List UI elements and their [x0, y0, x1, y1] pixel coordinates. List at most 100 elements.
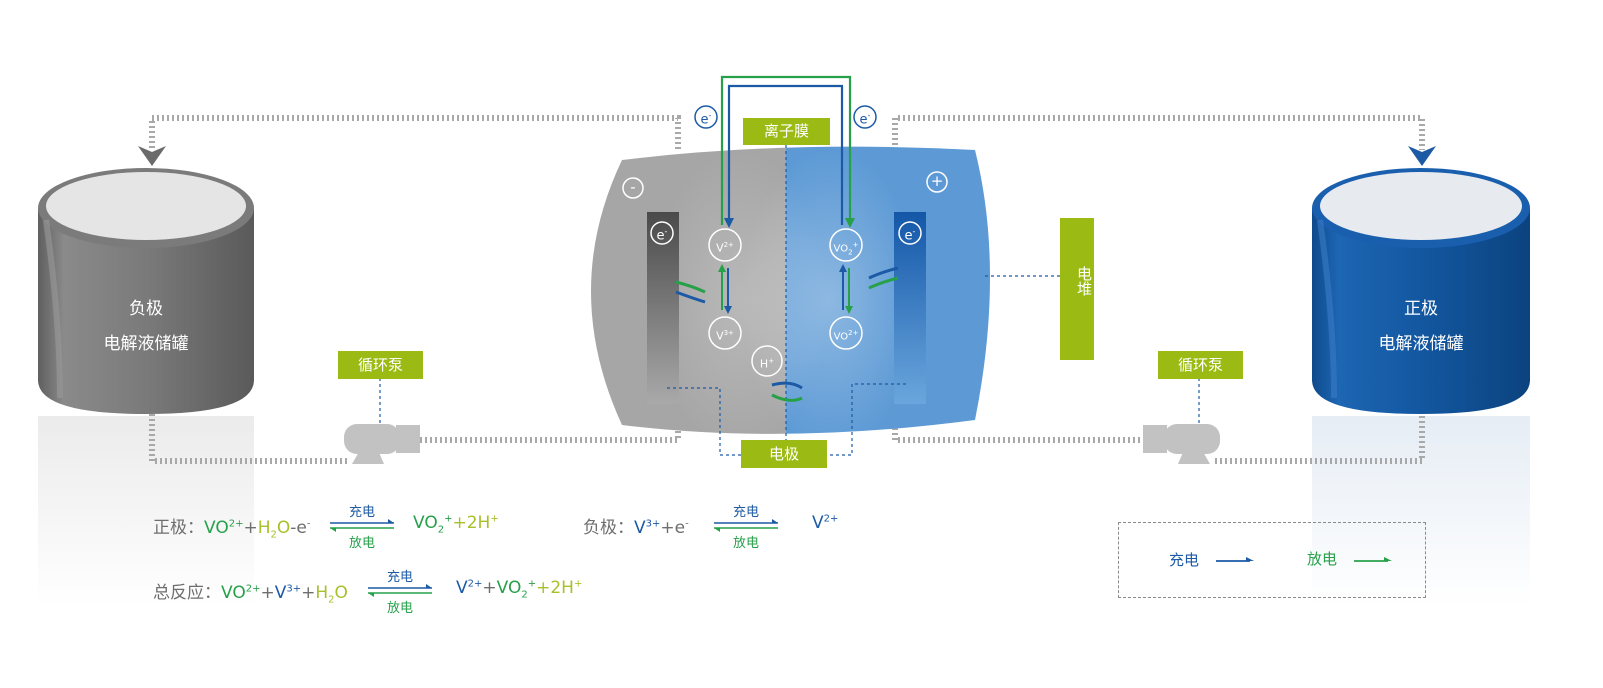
stack-label: 电堆 [1075, 266, 1093, 296]
equation-term: +e [660, 518, 686, 538]
electron-neg-electrode: e- [651, 222, 673, 244]
electron-left-badge: e- [695, 106, 717, 128]
equation-term: 2+ [823, 513, 839, 525]
eq-total-right: V2++VO2++2H+ [456, 578, 582, 600]
electron-pos-electrode: e- [899, 222, 921, 244]
equation-term: 2 [437, 524, 445, 536]
electrode-label: 电极 [768, 445, 799, 463]
pump-left-icon [344, 378, 420, 464]
legend: 充电 放电 [1118, 522, 1426, 598]
electron-charge: - [664, 227, 668, 236]
pump-right-icon [1143, 378, 1220, 464]
ion-charge: 2+ [848, 329, 859, 337]
ion-symbol: H [759, 357, 769, 371]
ion-vo2: VO2+ [830, 324, 862, 346]
ion-subscript: 2 [848, 248, 853, 257]
arrow-into-v2 [724, 218, 734, 228]
legend-charge-arrow-icon [1216, 557, 1254, 562]
equation-term: 2 [270, 529, 277, 541]
equation-positive-right: VO2++2H+ [413, 513, 499, 535]
legend-discharge-arrow-icon [1354, 557, 1392, 562]
ion-charge: + [768, 357, 775, 365]
equation-term: H [315, 583, 329, 603]
legend-charge-label: 充电 [1169, 551, 1200, 569]
discharge-label: 放电 [348, 536, 375, 551]
equation-total: 总反应：VO2++V3++H2O [153, 578, 348, 605]
minus-sign: - [630, 178, 636, 196]
equation-term: O [334, 583, 348, 603]
ion-circles [622, 171, 948, 377]
charge-label: 充电 [386, 570, 413, 585]
electron-symbol: e [859, 112, 868, 128]
ion-symbol: VO [833, 331, 849, 343]
ion-symbol: VO [833, 243, 849, 255]
equation-term: - [685, 518, 689, 530]
eq-neg-left: V3++e- [634, 518, 689, 538]
equation-negative: 负极：V3++e- [583, 513, 689, 538]
charge-label: 充电 [348, 505, 375, 520]
equation-term: V [812, 513, 824, 533]
electron-symbol: e [904, 228, 913, 244]
pipe-left-top [149, 115, 681, 150]
equation-term: 2 [328, 594, 335, 606]
electron-charge: - [867, 111, 871, 120]
ion-charge: 3+ [723, 329, 734, 337]
equation-term: VO [221, 583, 246, 603]
equation-term: +2H [452, 513, 491, 533]
equation-term: H [257, 518, 271, 538]
equation-term: - [306, 518, 311, 530]
eq-total-left: VO2++V3++H2O [221, 583, 348, 605]
equation-term: + [301, 583, 316, 603]
equation-term: + [573, 578, 583, 590]
equation-term: + [260, 583, 275, 603]
positive-tank-label: 正极 电解液储罐 [1312, 292, 1530, 362]
equation-term: V [634, 518, 646, 538]
arrow-down-green [845, 306, 853, 314]
pump-right-label: 循环泵 [1177, 356, 1223, 374]
pipe-right-top [892, 115, 1425, 150]
arrow-down-blue [724, 306, 732, 314]
ion-v2: V2+ [709, 236, 741, 258]
membrane-label: 离子膜 [763, 122, 809, 140]
electron-symbol: e [656, 228, 665, 244]
equation-total-right: V2++VO2++2H+ [456, 578, 582, 600]
pipe-left-bottom [149, 414, 681, 464]
cell-body [591, 146, 990, 434]
equation-term: O [276, 518, 291, 538]
equation-term: 2+ [228, 518, 244, 530]
arrowpair-negative: 充电 放电 [710, 501, 782, 551]
electron-charge: - [708, 111, 712, 120]
arrowpair-total: 充电 放电 [364, 566, 436, 616]
equation-term: 2+ [467, 578, 483, 590]
positive-tank-line2: 电解液储罐 [1378, 334, 1464, 354]
equation-term: 3+ [286, 583, 302, 595]
ion-vo2p: VO2+ [830, 236, 862, 261]
electron-right-badge: e- [854, 106, 876, 128]
negative-tank [38, 168, 254, 414]
positive-tank [1312, 168, 1530, 414]
equation-term: +2H [536, 578, 574, 598]
equation-negative-right: V2+ [812, 513, 838, 533]
negative-tank-line2: 电解液储罐 [103, 334, 189, 354]
charge-label: 充电 [732, 505, 759, 520]
pump-left-label: 循环泵 [357, 356, 403, 374]
equation-term: -e [290, 518, 307, 538]
ion-symbol: V [716, 241, 724, 255]
negative-tank-line1: 负极 [129, 299, 163, 319]
ion-v3: V3+ [709, 324, 741, 346]
double-arrow-icon [368, 584, 432, 597]
electron-badges [694, 105, 877, 129]
arrow-up-blue [839, 264, 847, 272]
equation-term: + [444, 513, 453, 525]
ion-symbol: V [716, 329, 724, 343]
negative-tank-label: 负极 电解液储罐 [38, 292, 254, 362]
equation-positive: 正极：VO2++H2O-e- [153, 513, 310, 540]
equation-term: VO [204, 518, 229, 538]
discharge-label: 放电 [386, 601, 413, 616]
eq-neg-prefix: 负极： [583, 518, 634, 538]
label-backgrounds [338, 118, 1243, 468]
legend-discharge-label: 放电 [1307, 550, 1338, 568]
equation-term: + [482, 578, 497, 598]
equation-term: 3+ [645, 518, 661, 530]
